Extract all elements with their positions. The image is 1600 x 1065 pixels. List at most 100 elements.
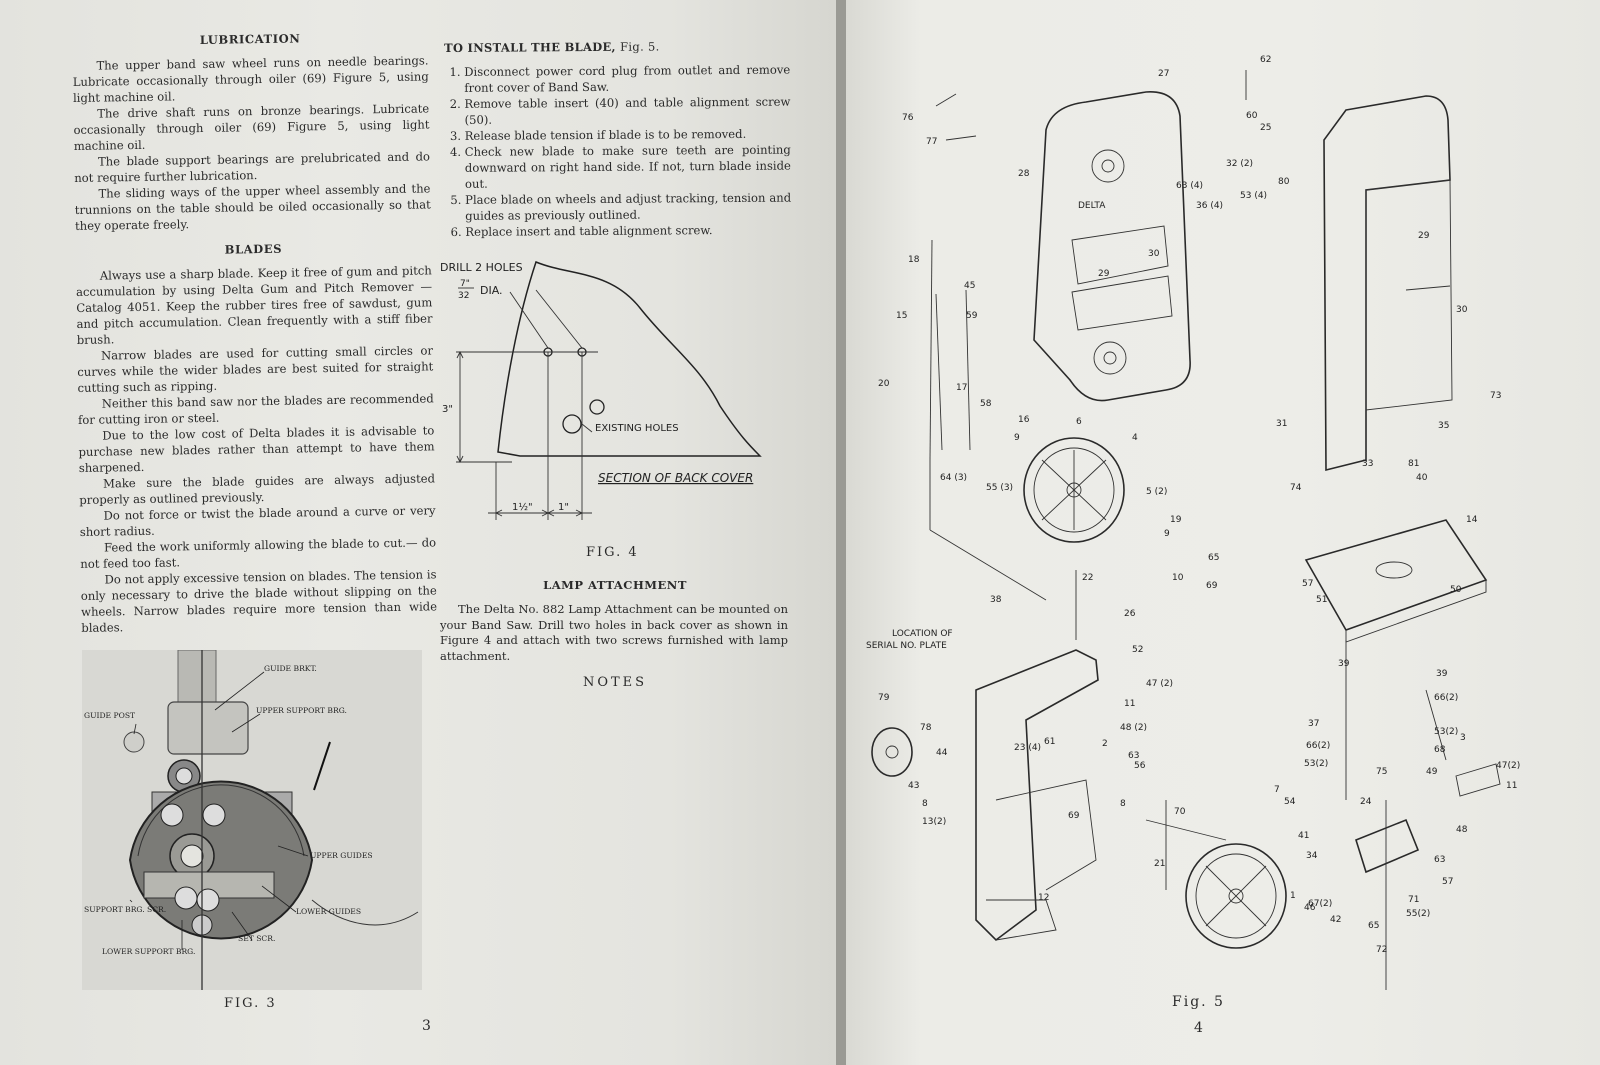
fig4-section-label: SECTION OF BACK COVER	[598, 471, 753, 485]
part-number-callout: 65	[1368, 921, 1379, 931]
fig4-drawing: DRILL 2 HOLES 7" 32 DIA. EXISTING HOLES …	[440, 256, 790, 536]
part-number-callout: 19	[1170, 515, 1182, 525]
part-number-callout: 11	[1124, 699, 1135, 709]
lubrication-paragraph: The drive shaft runs on bronze bearings.…	[73, 101, 430, 153]
part-number-callout: 7	[1274, 785, 1280, 795]
part-number-callout: 30	[1456, 305, 1468, 315]
part-number-callout: 12	[1038, 893, 1049, 903]
part-number-callout: 9	[1164, 529, 1170, 539]
fig3-caption: FIG. 3	[224, 996, 277, 1011]
part-number-callout: 50	[1450, 585, 1462, 595]
install-step: Place blade on wheels and adjust trackin…	[465, 190, 791, 224]
lubrication-blades-column: LUBRICATION The upper band saw wheel run…	[72, 28, 438, 636]
install-heading: TO INSTALL THE BLADE, Fig. 5.	[444, 38, 790, 56]
part-number-callout: 75	[1376, 767, 1387, 777]
part-number-callout: 33	[1362, 459, 1373, 469]
leader-lines	[929, 70, 1447, 890]
lower-wheel	[1185, 843, 1287, 949]
blades-paragraph: Due to the low cost of Delta blades it i…	[78, 423, 435, 475]
part-number-callout: 35	[1438, 421, 1449, 431]
fig4-section-drawing: DRILL 2 HOLES 7" 32 DIA. EXISTING HOLES …	[440, 261, 762, 520]
install-heading-ref: Fig. 5.	[620, 39, 660, 54]
lamp-body: The Delta No. 882 Lamp Attachment can be…	[440, 602, 788, 663]
part-number-callout: 44	[936, 748, 948, 758]
part-number-callout: 43	[908, 781, 919, 791]
part-number-callout: 55(2)	[1406, 909, 1430, 919]
part-number-callout: 63 (4)	[1176, 181, 1203, 191]
part-number-callout: 54	[1284, 797, 1296, 807]
part-number-callout: 68	[1434, 745, 1446, 755]
part-number-callout: 71	[1408, 895, 1419, 905]
part-number-callout: 36 (4)	[1196, 201, 1223, 211]
part-number-callout: 69	[1206, 581, 1218, 591]
part-number-callout: 67(2)	[1308, 899, 1332, 909]
blades-paragraph: Narrow blades are used for cutting small…	[77, 343, 434, 395]
part-number-callout: 72	[1376, 945, 1387, 955]
part-number-callout: 48 (2)	[1120, 723, 1147, 733]
part-number-callout: 76	[902, 113, 914, 123]
blades-paragraph: Do not apply excessive tension on blades…	[80, 567, 438, 635]
part-number-callout: 1	[1290, 891, 1296, 901]
rear-frame	[1323, 95, 1453, 472]
part-number-callout: 2	[1102, 739, 1108, 749]
lamp-heading: LAMP ATTACHMENT	[543, 578, 687, 592]
fig3-illustration: GUIDE BRKT. GUIDE POST UPPER SUPPORT BRG…	[82, 650, 422, 990]
part-number-callout: 52	[1132, 645, 1143, 655]
lubrication-paragraph: The upper band saw wheel runs on needle …	[72, 53, 429, 105]
lubrication-heading: LUBRICATION	[199, 31, 301, 47]
part-number-callout: 17	[956, 383, 967, 393]
fig4-existing-label: EXISTING HOLES	[595, 423, 679, 434]
part-number-callout: 80	[1278, 177, 1290, 187]
part-number-callout: 38	[990, 595, 1002, 605]
fig3-label-set-scr: SET SCR.	[238, 934, 275, 943]
notes-heading: NOTES	[582, 675, 648, 690]
fig4-dia-label: DIA.	[480, 284, 503, 297]
base-casting	[975, 649, 1099, 942]
part-number-callout: 31	[1276, 419, 1287, 429]
part-number-callout: 73	[1490, 391, 1501, 401]
part-number-callout: 6	[1076, 417, 1082, 427]
blades-paragraph: Always use a sharp blade. Keep it free o…	[75, 263, 433, 347]
page-number-left: 3	[422, 1018, 431, 1034]
install-step: Remove table insert (40) and table align…	[464, 94, 790, 128]
fig4-fraction-num: 7"	[460, 279, 470, 289]
part-number-callout: 4	[1132, 433, 1138, 443]
part-number-callout: 46	[1304, 903, 1316, 913]
part-number-callout: 56	[1134, 761, 1146, 771]
fig5-exploded-view: DELTA	[846, 40, 1600, 1040]
part-number-callout: 65	[1208, 553, 1219, 563]
install-heading-title: TO INSTALL THE BLADE,	[444, 39, 616, 55]
part-number-callout: 78	[920, 723, 932, 733]
part-number-callout: 11	[1506, 781, 1517, 791]
part-number-callout: 20	[878, 379, 890, 389]
part-number-callout: 81	[1408, 459, 1419, 469]
part-number-callout: 79	[878, 693, 890, 703]
fig5-caption: Fig. 5	[1172, 994, 1225, 1010]
part-number-callout: 57	[1302, 579, 1313, 589]
part-number-callout: 53(2)	[1434, 727, 1458, 737]
page-gutter	[836, 0, 846, 1065]
install-step: Check new blade to make sure teeth are p…	[465, 142, 791, 192]
upper-wheel	[1023, 437, 1125, 543]
part-number-callout: 42	[1330, 915, 1341, 925]
fig4-drill-label: DRILL 2 HOLES	[440, 261, 523, 274]
fig4-caption: FIG. 4	[586, 545, 639, 560]
front-cover-upper: DELTA	[1033, 91, 1191, 402]
fig3-label-upper-guides: UPPER GUIDES	[310, 851, 373, 860]
part-number-callout: 53(2)	[1304, 759, 1328, 769]
part-number-callout: 74	[1290, 483, 1302, 493]
part-number-callout: 29	[1418, 231, 1430, 241]
fig3-label-upper-support: UPPER SUPPORT BRG.	[256, 706, 347, 715]
part-number-callout: 62	[1260, 55, 1271, 65]
part-number-callout: 8	[1120, 799, 1126, 809]
table	[1304, 519, 1488, 643]
part-number-callout: 53 (4)	[1240, 191, 1267, 201]
part-number-callout: 47(2)	[1496, 761, 1520, 771]
part-number-callout: 39	[1436, 669, 1448, 679]
part-number-callout: 77	[926, 137, 937, 147]
fig4-dim-3: 3"	[442, 404, 453, 415]
trunnion-assembly	[1355, 763, 1501, 990]
part-number-callout: 30	[1148, 249, 1160, 259]
part-number-callout: 8	[922, 799, 928, 809]
part-number-callout: 49	[1426, 767, 1438, 777]
